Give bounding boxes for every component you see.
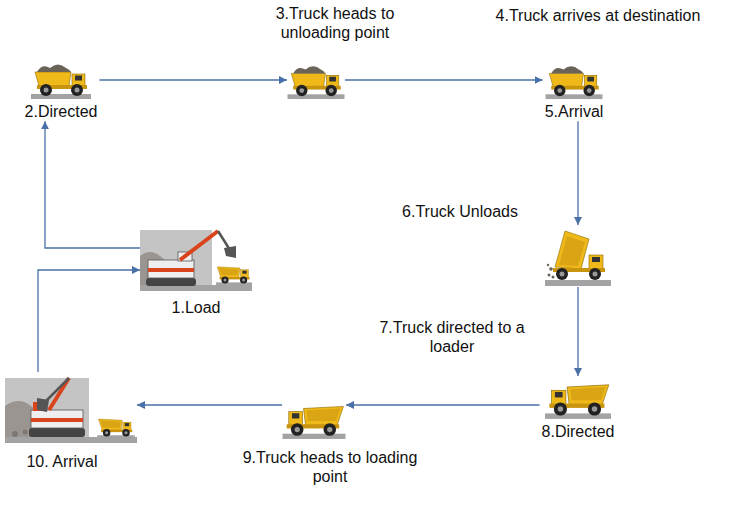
loader-node: 10. Arrival bbox=[5, 372, 137, 444]
truck-node: 7.Truck directed to a loader8.Directed bbox=[540, 376, 617, 441]
flow-arrow bbox=[137, 404, 282, 405]
truck-node: 4.Truck arrives at destination5.Arrival bbox=[543, 62, 606, 121]
step-caption: 4.Truck arrives at destination bbox=[478, 6, 718, 25]
haul-truck bbox=[288, 66, 345, 99]
flow-arrow bbox=[99, 79, 287, 80]
step-caption: 2.Directed bbox=[25, 102, 98, 121]
shovel-loader bbox=[5, 378, 137, 443]
haul-truck bbox=[31, 65, 91, 100]
truck-node: 3.Truck heads to unloading point bbox=[287, 62, 345, 100]
haul-truck bbox=[546, 66, 603, 99]
step-caption: 5.Arrival bbox=[545, 102, 604, 121]
step-caption: 3.Truck heads to unloading point bbox=[240, 4, 430, 42]
step-caption: 8.Directed bbox=[542, 422, 615, 441]
step-caption: 1.Load bbox=[151, 298, 241, 317]
flow-arrow bbox=[345, 79, 543, 80]
truck-node: 6.Truck Unloads bbox=[545, 225, 611, 287]
shovel-loader bbox=[140, 230, 252, 291]
step-caption: 10. Arrival bbox=[7, 452, 117, 471]
loader-node: 1.Load bbox=[140, 226, 252, 292]
haul-truck bbox=[283, 406, 346, 439]
flow-arrow bbox=[577, 287, 578, 376]
step-caption: 6.Truck Unloads bbox=[385, 202, 535, 221]
dumping-truck bbox=[545, 231, 611, 286]
step-caption: 9.Truck heads to loading point bbox=[230, 448, 430, 486]
haul-truck bbox=[545, 385, 611, 419]
step-caption: 7.Truck directed to a loader bbox=[370, 318, 535, 356]
flow-arrow bbox=[45, 121, 140, 248]
flow-arrow bbox=[38, 270, 140, 372]
flow-arrow bbox=[577, 121, 578, 225]
truck-node: 9.Truck heads to loading point bbox=[282, 398, 346, 440]
truck-node: 2.Directed bbox=[23, 60, 100, 121]
flow-arrow bbox=[346, 404, 540, 405]
